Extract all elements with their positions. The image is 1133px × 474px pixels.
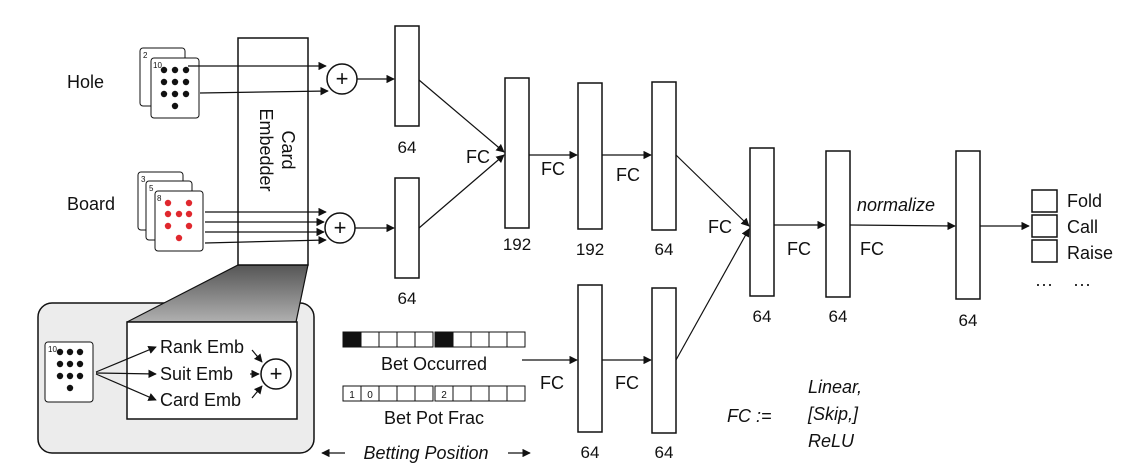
card-emb-label: Card Emb <box>160 390 241 410</box>
spade-pips-icon <box>56 348 84 392</box>
call-label: Call <box>1067 217 1098 237</box>
card-embedder-box <box>237 37 309 266</box>
fc-label-4: FC <box>708 217 732 237</box>
bet-occurred-vector-2 <box>434 331 526 348</box>
layer2-box <box>577 82 603 230</box>
bet-layer1-box <box>577 284 603 433</box>
hole-front-card-rank: 10 <box>153 61 162 70</box>
hole-out-dim: 64 <box>398 138 417 157</box>
hole-plus-symbol: + <box>336 66 349 91</box>
fc-definition-line1: Linear, <box>808 377 862 397</box>
raise-label: Raise <box>1067 243 1113 263</box>
merge-layer2-box <box>825 150 851 298</box>
bet-layer2-dim: 64 <box>655 443 674 462</box>
card-embedder-line1: Card <box>278 130 298 169</box>
fc-label-1: FC <box>466 147 490 167</box>
bet-occurred-vector-1 <box>342 331 434 348</box>
betting-position-label: Betting Position <box>363 443 488 463</box>
board-cards: 3 5 8 <box>137 171 204 252</box>
call-output-cell <box>1031 214 1058 238</box>
merge-layer1-dim: 64 <box>753 307 772 326</box>
layer1-dim: 192 <box>503 235 531 254</box>
merge-layer2-dim: 64 <box>829 307 848 326</box>
fc-label-5: FC <box>787 239 811 259</box>
merge-layer1-box <box>749 147 775 297</box>
bet-layer2-box <box>651 287 677 434</box>
suit-emb-label: Suit Emb <box>160 364 233 384</box>
inset-plus-node <box>260 358 292 390</box>
fc-label-bet-1: FC <box>540 373 564 393</box>
zoom-funnel <box>126 264 309 323</box>
board-out-layer <box>394 177 420 279</box>
fc-label-3: FC <box>616 165 640 185</box>
heart-pips-icon <box>164 199 193 242</box>
bet-occurred-label: Bet Occurred <box>381 354 487 374</box>
hole-back-card-rank: 2 <box>143 51 148 60</box>
bet-pot-frac-label: Bet Pot Frac <box>384 408 484 428</box>
output-ellipsis-2: ··· <box>1073 274 1091 294</box>
pot-cell-value: 0 <box>367 390 373 401</box>
bet-layer1-dim: 64 <box>581 443 600 462</box>
raise-output-cell <box>1031 239 1058 263</box>
fc-definition-lhs: FC := <box>727 406 772 426</box>
inset-card: 10 <box>44 341 94 403</box>
hole-cards: 2 10 <box>139 47 200 119</box>
bet-pot-frac-vector-2: 2 <box>434 385 526 402</box>
spade-pips-icon <box>160 66 190 110</box>
card-embedder-line2: Embedder <box>256 108 276 191</box>
fold-output-cell <box>1031 189 1058 213</box>
fold-label: Fold <box>1067 191 1102 211</box>
fc-label-bet-2: FC <box>615 373 639 393</box>
hole-label: Hole <box>67 72 104 92</box>
pot-cell-value: 2 <box>441 390 447 401</box>
board-out-dim: 64 <box>398 289 417 308</box>
board-label: Board <box>67 194 115 214</box>
fc-definition-line3: ReLU <box>808 431 855 451</box>
fc-definition-line2: [Skip,] <box>807 404 859 424</box>
board-front-card-rank: 8 <box>157 194 162 203</box>
normalize-label: normalize <box>857 195 935 215</box>
output-ellipsis-1: ··· <box>1035 274 1053 294</box>
bet-pot-frac-vector-1: 1 0 <box>342 385 434 402</box>
final-layer-dim: 64 <box>959 311 978 330</box>
final-layer-box <box>955 150 981 300</box>
inset-card-rank: 10 <box>48 345 57 354</box>
board-back-card-rank: 3 <box>141 175 146 184</box>
fc-label-2: FC <box>541 159 565 179</box>
rank-emb-label: Rank Emb <box>160 337 244 357</box>
inset-plus-symbol: + <box>270 361 283 386</box>
board-plus-symbol: + <box>334 215 347 240</box>
fc-label-6: FC <box>860 239 884 259</box>
hole-out-layer <box>394 25 420 127</box>
pot-cell-value: 1 <box>349 390 355 401</box>
layer3-dim: 64 <box>655 240 674 259</box>
layer2-dim: 192 <box>576 240 604 259</box>
layer1-box <box>504 77 530 229</box>
board-mid-card-rank: 5 <box>149 184 154 193</box>
layer3-box <box>651 81 677 231</box>
